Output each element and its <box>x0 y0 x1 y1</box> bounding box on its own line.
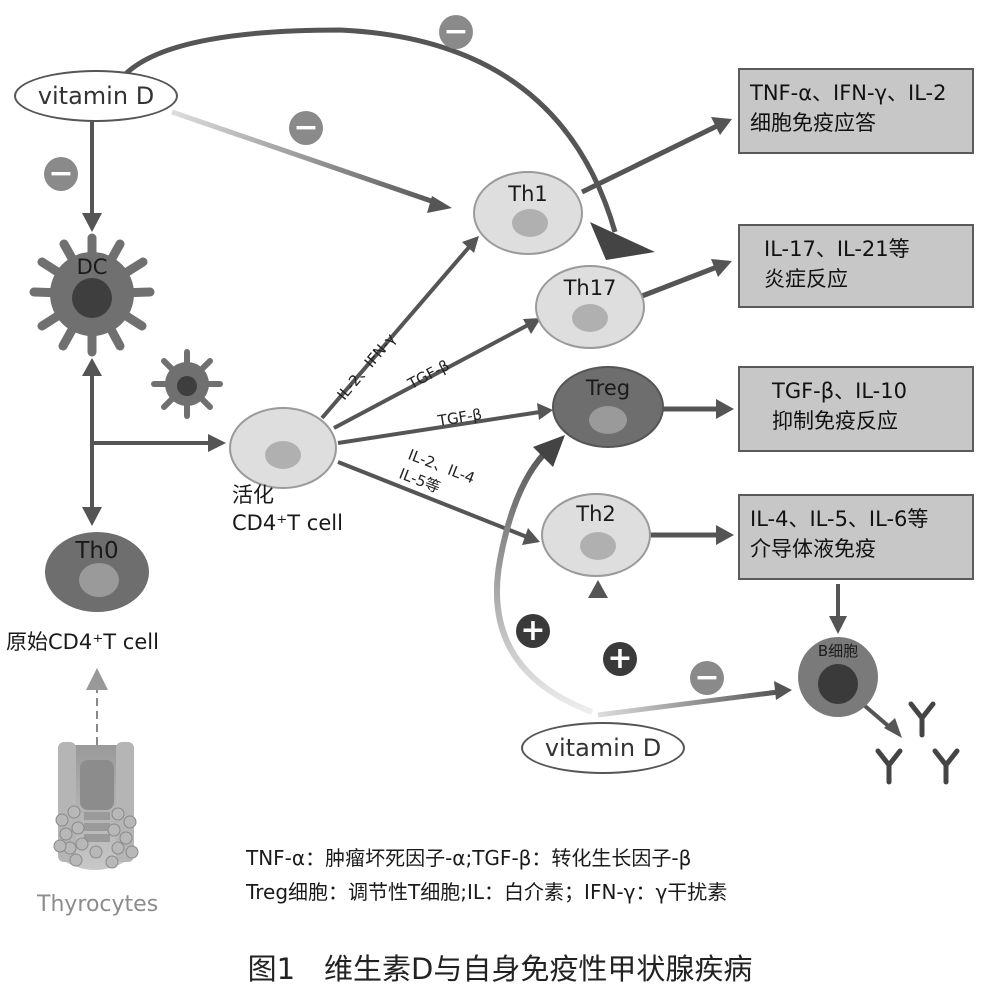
outcome-th17-line-1: IL-17、IL-21等 <box>764 237 910 261</box>
outcome-box-treg: TGF-β、IL-10 抑制免疫反应 <box>738 366 974 452</box>
th0-label: Th0 <box>75 538 119 564</box>
outcome-box-th17: IL-17、IL-21等 炎症反应 <box>738 224 974 308</box>
minus-sign-icon: − <box>44 157 78 191</box>
vitamin-d-top: vitamin D <box>14 70 178 122</box>
minus-sign-icon: − <box>439 15 473 49</box>
outcome-th1-line-1: TNF-α、IFN-γ、IL-2 <box>750 81 947 105</box>
b-cell-label: B细胞 <box>817 642 859 660</box>
outcome-box-th2: IL-4、IL-5、IL-6等 介导体液免疫 <box>738 494 974 580</box>
arrow-activated-to-th17 <box>333 318 541 430</box>
outcome-treg-line-2: 抑制免疫反应 <box>772 409 898 434</box>
arrow-treg-to-box <box>663 399 734 419</box>
arrow-vitd-to-bcell <box>597 681 792 718</box>
outcome-th1-line-2: 细胞免疫应答 <box>750 111 876 136</box>
arrow-vitd-to-treg-curve <box>494 435 594 715</box>
th17-label: Th17 <box>563 276 617 300</box>
outcome-th2-line-1: IL-4、IL-5、IL-6等 <box>750 507 929 531</box>
arrow-th1-to-box <box>580 117 732 195</box>
vitamin-d-bottom: vitamin D <box>521 722 685 774</box>
vitamin-d-top-label: vitamin D <box>37 82 155 110</box>
naive-cell-label: 原始CD4⁺T cell <box>6 630 159 654</box>
th17-cell <box>535 265 645 349</box>
minus-sign-icon: − <box>289 111 323 145</box>
small-dc-cell <box>151 349 223 419</box>
plus-sign-icon: + <box>603 642 637 676</box>
arrow-vitd-to-th1 <box>171 109 452 213</box>
activated-cell-label-2: CD4⁺T cell <box>232 511 343 535</box>
arrow-box-to-bcell <box>829 584 847 634</box>
arrow-activated-to-treg <box>337 403 553 445</box>
plus-sign-icon: + <box>516 614 550 648</box>
treg-cell <box>552 366 664 448</box>
antibodies <box>875 701 960 785</box>
arrow-th17-to-box <box>641 259 732 299</box>
thyrocytes-label: Thyrocytes <box>37 892 159 917</box>
arrow-vitd-to-th2 <box>588 580 608 712</box>
outcome-box-th1: TNF-α、IFN-γ、IL-2 细胞免疫应答 <box>738 68 974 154</box>
arrow-vitd-to-dc <box>82 118 102 232</box>
th2-cell <box>541 493 651 577</box>
vitamin-d-bottom-label: vitamin D <box>544 734 662 762</box>
outcome-th17-line-2: 炎症反应 <box>764 267 848 292</box>
arrow-to-activated <box>92 434 226 452</box>
arrow-vitd-to-th17-curve <box>118 27 655 260</box>
arrow-thyrocytes-to-th0 <box>86 668 108 745</box>
legend-line-2: Treg细胞：调节性T细胞;IL：白介素；IFN-γ：γ干扰素 <box>246 880 728 904</box>
outcome-th2-line-2: 介导体液免疫 <box>750 537 876 562</box>
arrow-activated-to-th1 <box>320 236 479 420</box>
th2-label: Th2 <box>576 502 616 526</box>
figure-caption: 图1 维生素D与自身免疫性甲状腺疾病 <box>247 952 753 986</box>
th1-cell <box>473 171 583 255</box>
th0-cell <box>45 532 149 612</box>
outcome-treg-line-1: TGF-β、IL-10 <box>772 379 907 403</box>
treg-label: Treg <box>585 376 631 400</box>
th1-label: Th1 <box>508 182 548 206</box>
minus-sign-icon: − <box>690 661 724 695</box>
dc-cell <box>29 233 155 357</box>
b-cell <box>798 637 878 717</box>
activated-cell-label-1: 活化 <box>232 483 274 507</box>
arrow-bcell-to-antibodies <box>863 704 902 738</box>
activated-cd4-cell <box>229 407 337 489</box>
legend-line-1: TNF-α：肿瘤坏死因子-α;TGF-β：转化生长因子-β <box>246 846 692 870</box>
thyroid-gland <box>53 742 139 870</box>
dc-label: DC <box>76 255 108 279</box>
arrow-th2-to-box <box>647 525 734 545</box>
arrow-activated-to-th2 <box>337 460 540 545</box>
